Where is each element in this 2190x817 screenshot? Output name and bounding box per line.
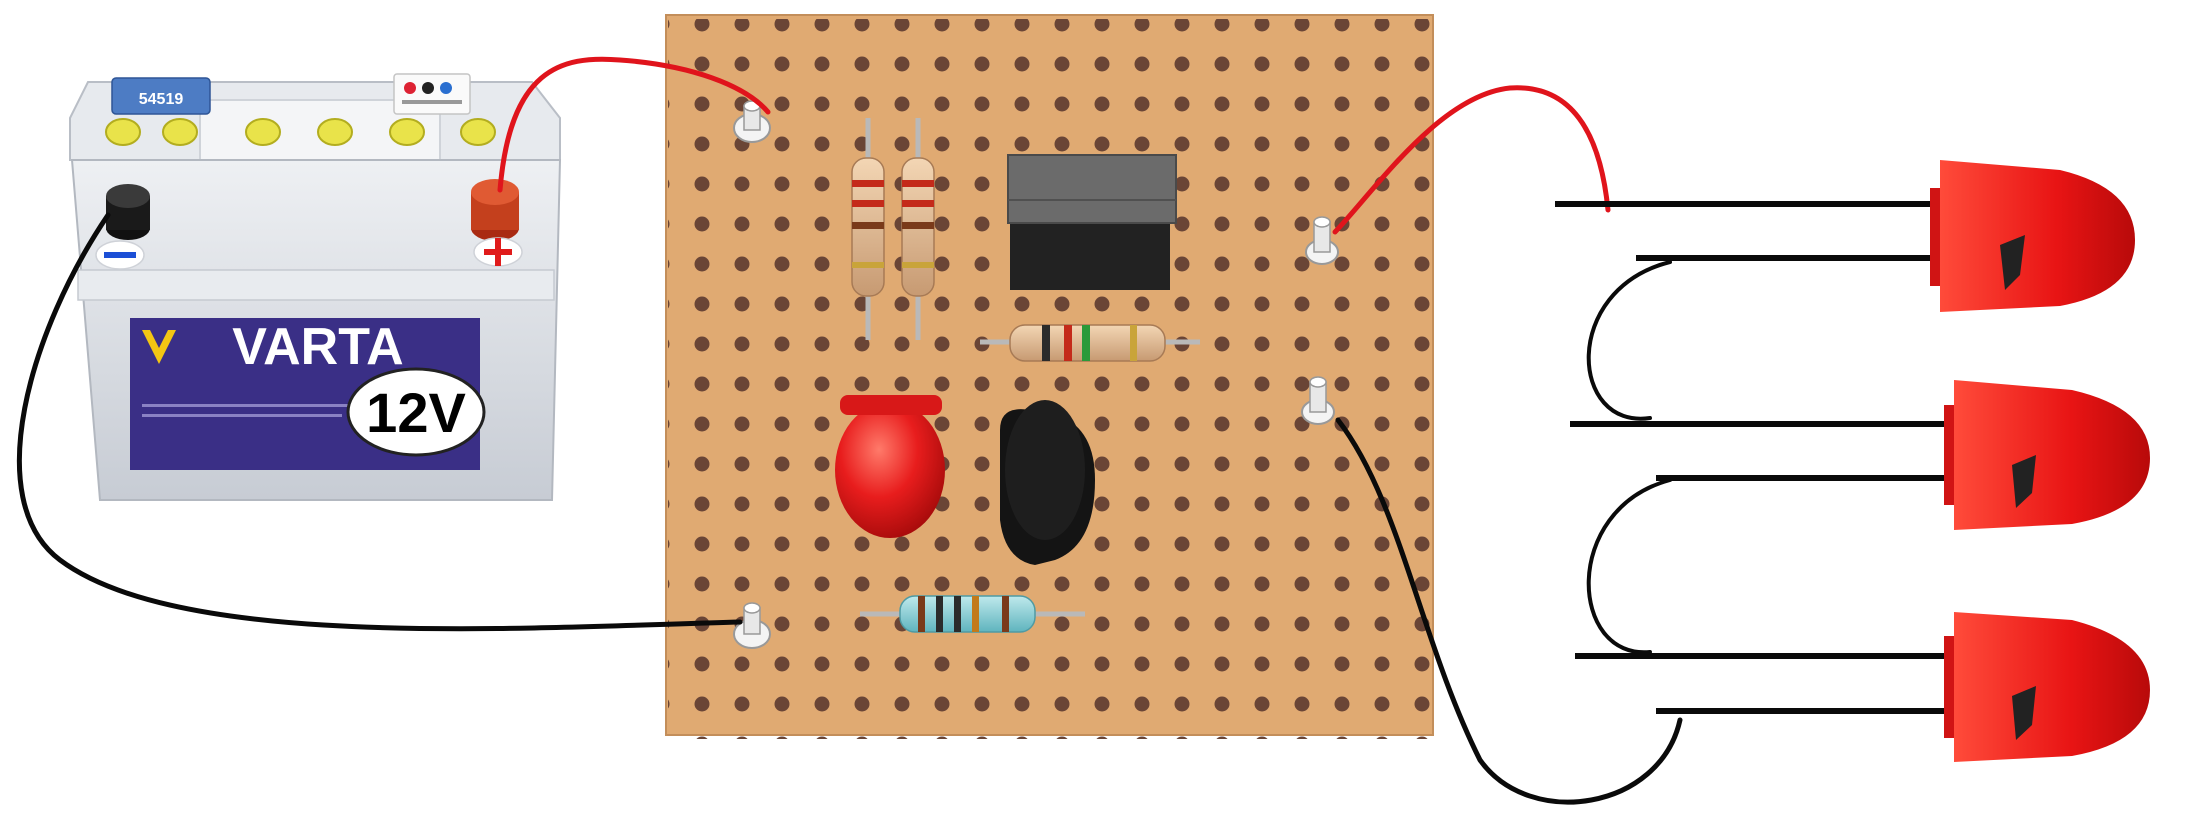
board-terminal-middle-right — [1301, 376, 1335, 425]
transistor — [1000, 400, 1095, 565]
positive-polarity-badge — [473, 237, 523, 267]
positive-wire-battery-to-board — [497, 56, 771, 193]
jumper-wire-led2-to-led3 — [1586, 478, 1672, 655]
stripboard — [665, 14, 1435, 739]
led-1 — [1555, 160, 2135, 312]
negative-wire-board-to-leds — [1335, 417, 1683, 805]
negative-polarity-badge — [95, 240, 145, 270]
battery-brand: VARTA — [232, 318, 403, 376]
board-terminal-bottom-left — [733, 602, 771, 649]
battery-model-number: 54519 — [139, 91, 184, 108]
resistor-vertical-2 — [901, 118, 935, 340]
voltage-badge — [346, 367, 486, 457]
negative-terminal — [106, 184, 150, 240]
jumper-wire-led1-to-led2 — [1586, 260, 1672, 421]
positive-terminal — [471, 179, 519, 241]
board-terminal-top-right — [1305, 216, 1339, 265]
car-battery: 54519 — [69, 73, 562, 501]
varta-logo-icon — [142, 330, 176, 364]
positive-wire-board-to-leds — [1332, 85, 1611, 235]
board-terminal-top-left — [733, 100, 771, 143]
ic-component — [1007, 154, 1177, 290]
wires — [17, 56, 1683, 805]
board-led — [835, 395, 945, 538]
negative-wire-battery-to-board — [17, 212, 743, 632]
resistor-horizontal-2 — [860, 595, 1085, 633]
vent-caps — [105, 118, 496, 146]
resistor-vertical-1 — [851, 118, 885, 340]
battery-voltage: 12V — [366, 381, 466, 444]
led-3 — [1575, 612, 2150, 762]
led-2 — [1570, 380, 2150, 530]
resistor-horizontal-1 — [980, 324, 1200, 362]
